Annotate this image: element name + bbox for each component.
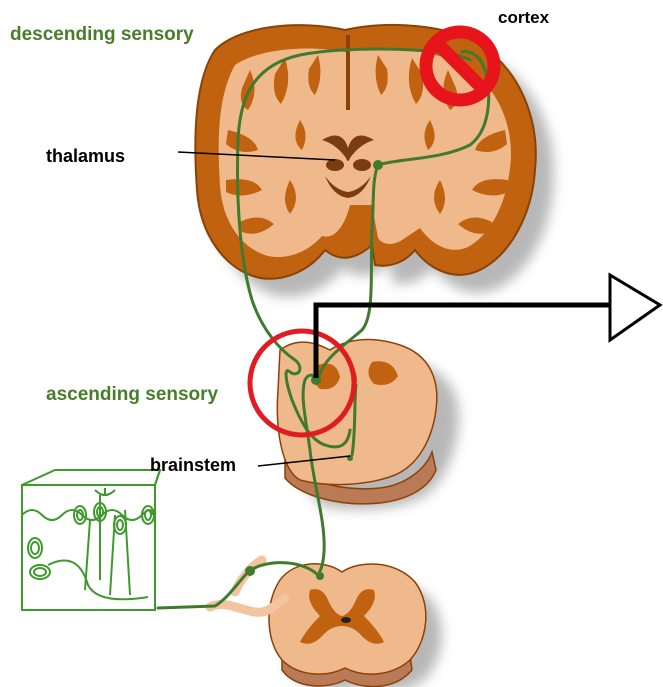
cortex-label: cortex — [498, 8, 550, 27]
skin-receptor-inset-icon — [22, 470, 160, 610]
ascending-sensory-label: ascending sensory — [46, 384, 219, 405]
spinal-cord-section — [269, 564, 442, 687]
thalamus-label: thalamus — [46, 146, 125, 166]
central-canal — [341, 617, 351, 623]
spinal-synapse-dot — [316, 572, 324, 580]
descending-sensory-label: descending sensory — [10, 24, 194, 45]
ganglion-dot — [245, 566, 255, 576]
brainstem-label: brainstem — [150, 455, 236, 475]
thalamus-synapse-dot — [373, 160, 383, 170]
brainstem-face — [277, 340, 437, 485]
